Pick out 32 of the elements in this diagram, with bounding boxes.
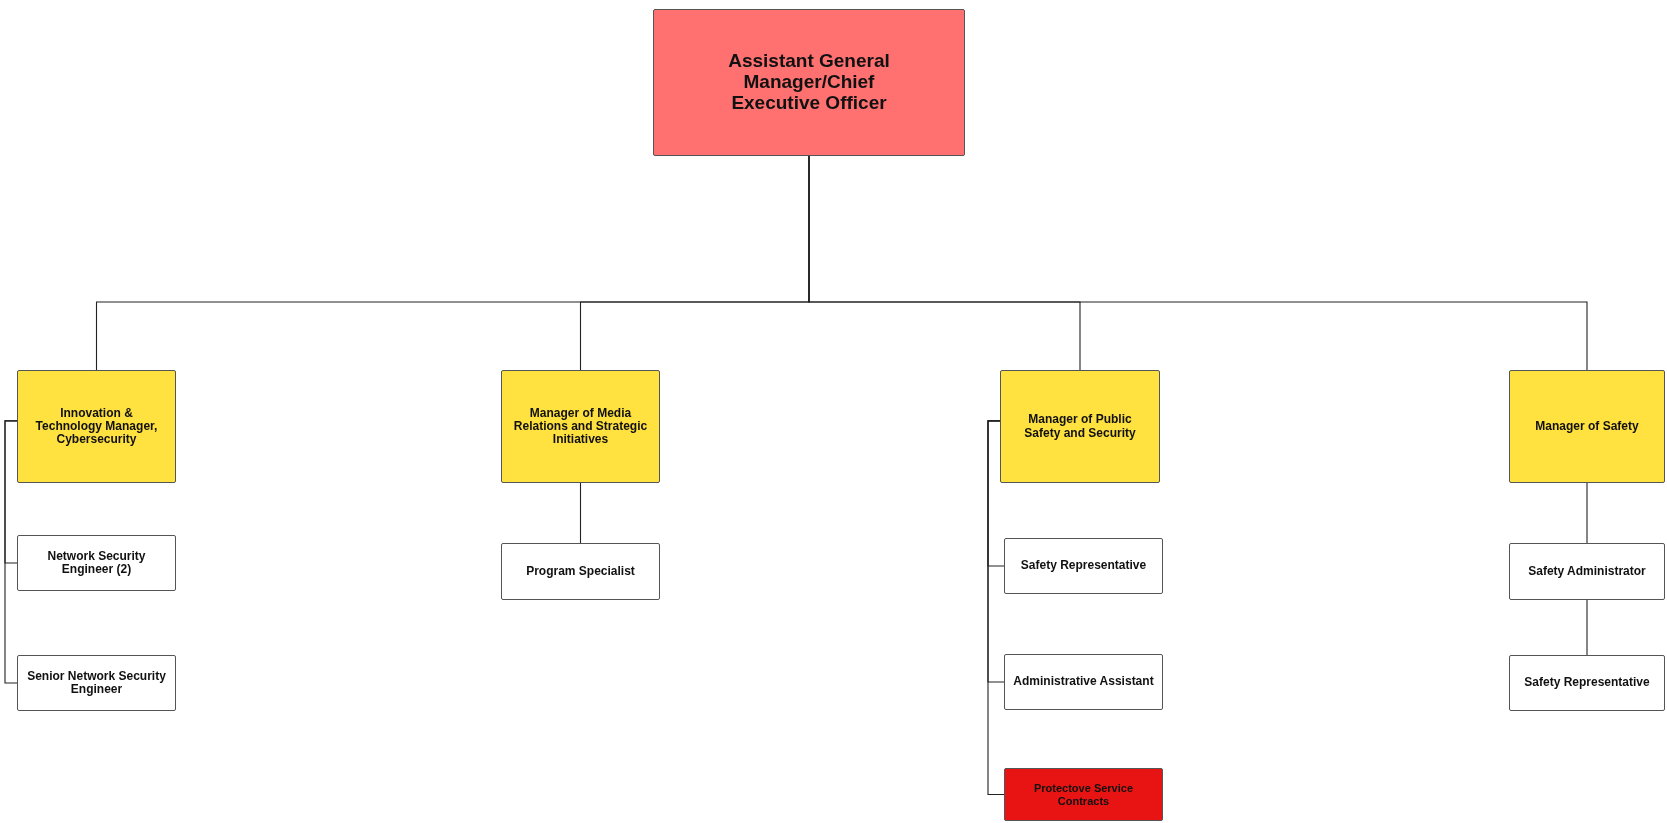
position-title: Safety Representative — [1524, 676, 1650, 690]
position-title: Protectove Service Contracts — [1032, 782, 1135, 807]
connector-line — [579, 482, 582, 544]
position-title: Manager of Safety — [1535, 419, 1639, 434]
manager-box — [1509, 370, 1665, 483]
connector-line — [4, 420, 18, 684]
contract-box — [1004, 768, 1163, 821]
position-title: Assistant General Manager/Chief Executive Officer — [727, 51, 891, 114]
position-box — [1004, 654, 1163, 710]
position-box — [17, 535, 176, 591]
position-box — [1509, 655, 1665, 711]
manager-box — [501, 370, 660, 483]
connector-line — [808, 155, 1588, 371]
position-box — [1004, 538, 1163, 594]
position-title: Safety Administrator — [1528, 564, 1646, 579]
position-box — [1509, 543, 1665, 600]
manager-box — [17, 370, 176, 483]
connector-line — [987, 420, 1005, 796]
position-box — [501, 543, 660, 600]
position-box — [17, 655, 176, 711]
position-title: Manager of Media Relations and Strategic Initiatives — [512, 406, 649, 447]
position-title: Administrative Assistant — [1013, 675, 1154, 689]
position-title: Network Security Engineer (2) — [46, 549, 147, 577]
position-title: Senior Network Security Engineer — [26, 669, 167, 697]
position-title: Manager of Public Safety and Security — [1023, 413, 1137, 440]
position-title: Innovation & Technology Manager, Cybersecurity — [34, 406, 159, 447]
connector-line — [1586, 599, 1588, 656]
position-title: Safety Representative — [1020, 559, 1147, 573]
executive-box — [653, 9, 965, 156]
position-title: Program Specialist — [526, 564, 635, 579]
connector-line — [1586, 482, 1588, 544]
manager-box — [1000, 370, 1160, 483]
